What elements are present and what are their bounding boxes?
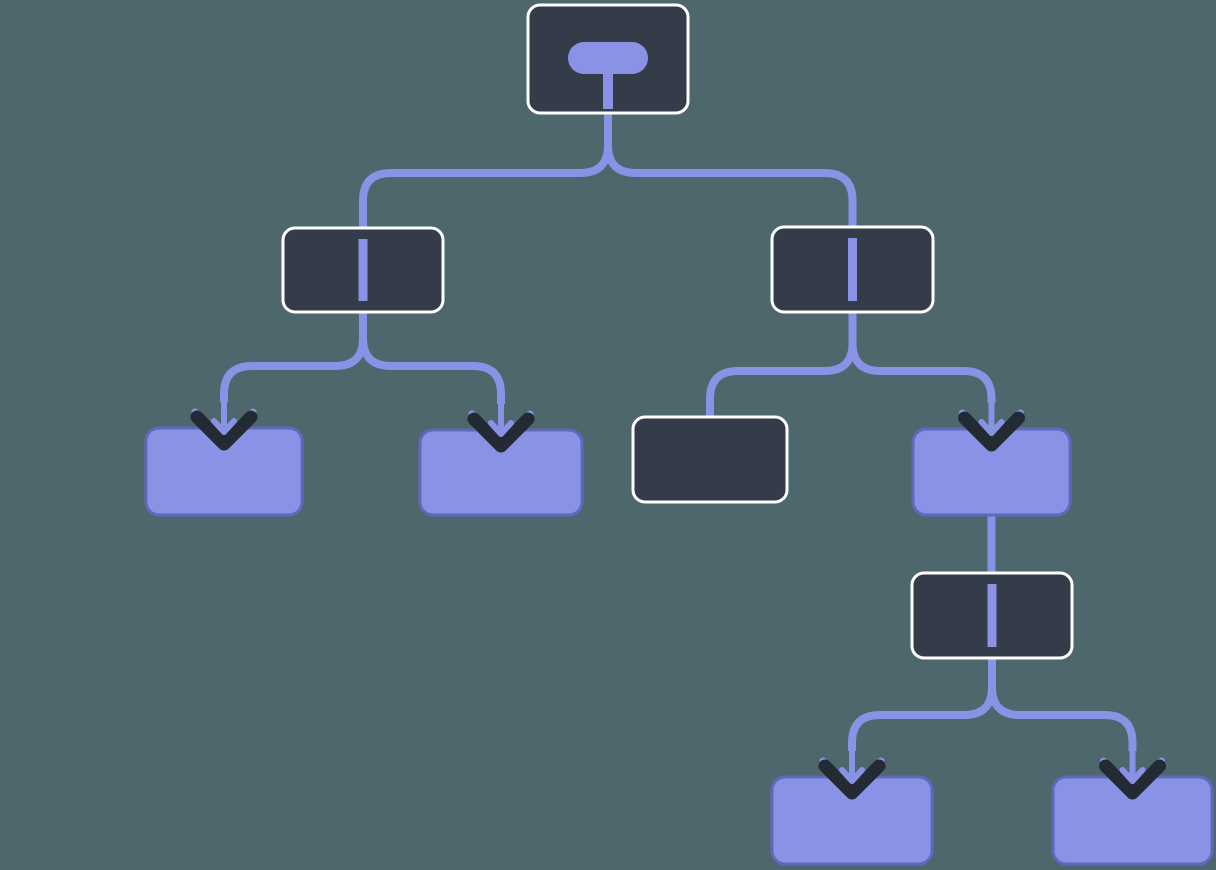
chevron-down-icon [818,759,886,800]
connector-root-branch-right [604,113,857,237]
pass-through-line-icon [358,239,368,301]
arrow-chevron-marker [958,396,1025,452]
connector-branch-right-chain [848,312,996,403]
connector-layer [220,113,1137,751]
pass-through-line-icon [987,584,997,647]
arrowhead-icon [839,744,865,784]
chevron-down-icon [958,411,1025,452]
pass-through-line-icon [848,238,857,301]
branch-node-right-group [770,225,935,314]
arrowhead-icon [978,396,1005,436]
arrowhead-icon [1119,744,1146,784]
root-pill-stem-icon [603,69,613,109]
dark-leaf-node[interactable] [631,415,789,504]
branch-node-left-group [281,226,445,314]
connector-branch-left-leaf-2 [359,312,505,404]
arrow-chevron-marker [1099,744,1166,800]
chevron-down-icon [190,410,258,451]
chevron-down-icon [467,412,535,453]
arrow-chevron-marker [467,397,535,453]
arrowhead-icon [488,397,514,437]
node-layer [144,3,1214,866]
arrow-marker-layer [190,395,1166,800]
root-pill-icon [568,42,648,74]
connector-branch-lower-leaf-5 [988,658,1137,751]
arrowhead-icon [211,395,237,435]
branch-node-lower-group [910,571,1074,660]
arrow-chevron-marker [818,744,886,800]
arrow-chevron-marker [190,395,258,451]
dark-leaf-node-group [631,415,789,504]
root-node-group [526,3,690,115]
chevron-down-icon [1099,759,1166,800]
